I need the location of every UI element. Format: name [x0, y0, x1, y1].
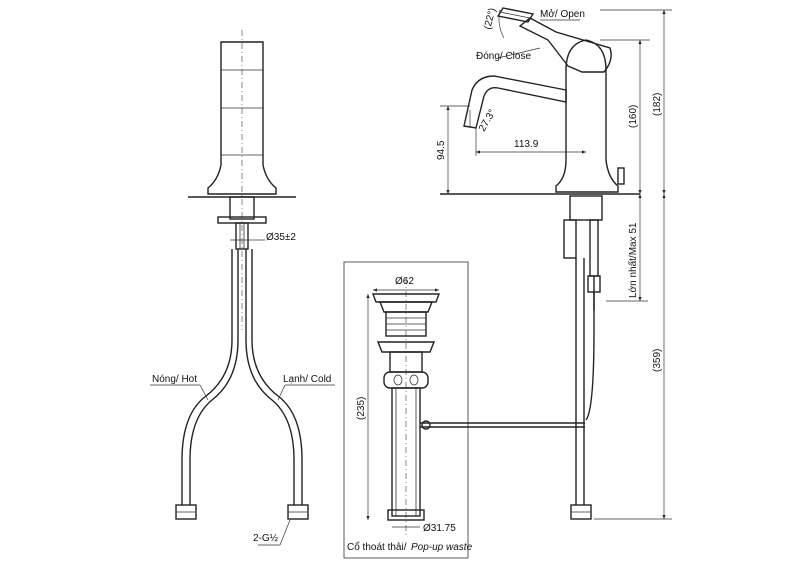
dim-113-9-label: 113.9	[514, 139, 539, 150]
open-label: Mở/ Open	[540, 8, 585, 20]
dia31-75-label: Ø31.75	[423, 523, 456, 534]
front-view: Ø35±2 Nóng/ Hot Lạnh/ Cold 2-G½	[150, 30, 335, 546]
handle-angle-label: (22°)	[482, 7, 498, 31]
dim-182-label: (182)	[652, 93, 663, 116]
waste-en-label: Pop-up waste	[411, 542, 473, 553]
thread-label: 2-G½	[253, 533, 279, 544]
cold-label: Lạnh/ Cold	[283, 374, 331, 385]
dia62-label: Ø62	[395, 276, 414, 287]
waste-vi-label: Cổ thoát thải/	[347, 541, 407, 553]
dim-94-5-label: 94.5	[436, 140, 447, 160]
max51-label: Lớn nhất/Max 51	[627, 222, 639, 298]
popup-waste-view: Ø62 (235) Ø31.75 Cổ thoát thải/ Pop-up w…	[343, 261, 585, 559]
close-label: Đóng/ Close	[476, 51, 531, 62]
dim-160-label: (160)	[628, 105, 639, 128]
side-view: (22°) 27.3° Mở/ Open Đóng/ Close 94.5 11…	[436, 7, 672, 520]
dim-359-label: (359)	[652, 349, 663, 372]
dia35-label: Ø35±2	[266, 232, 296, 243]
dim-235-label: (235)	[356, 397, 367, 420]
hot-label: Nóng/ Hot	[152, 374, 197, 385]
